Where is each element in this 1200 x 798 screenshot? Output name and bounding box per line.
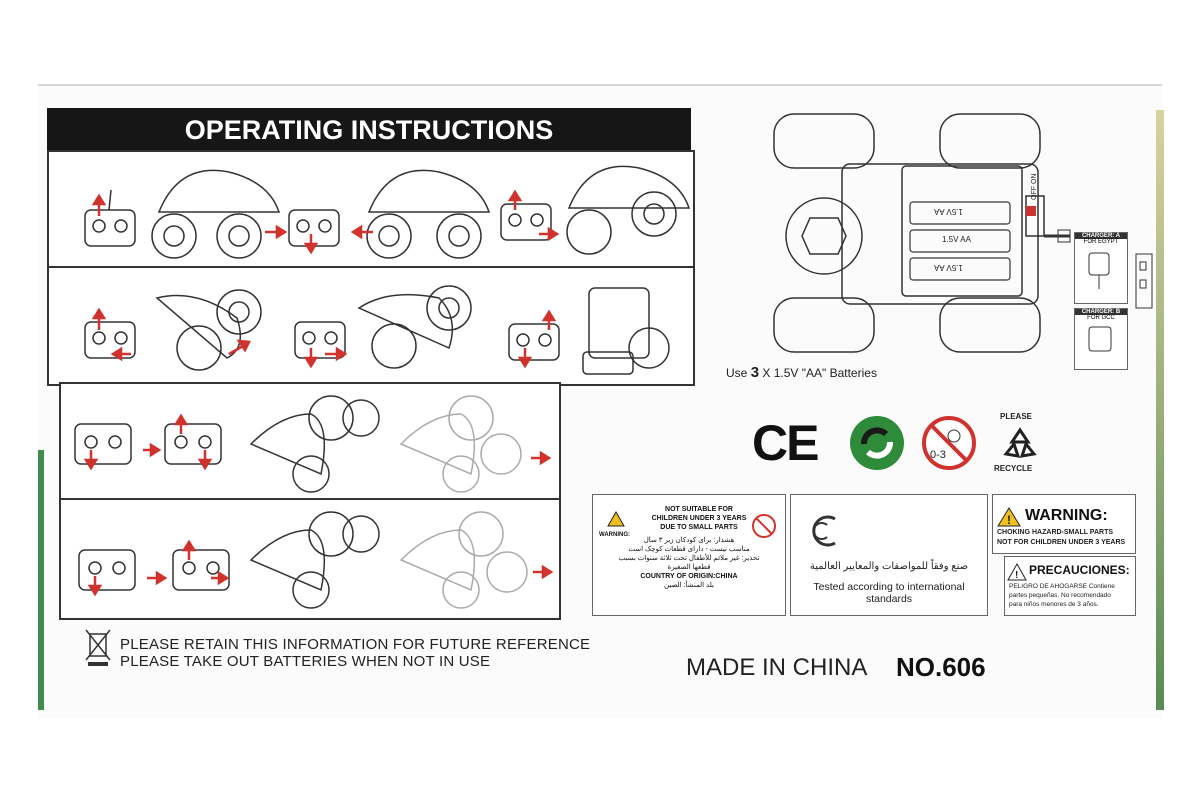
instruction-row-spin [47,266,695,386]
age-warning-line1: NOT SUITABLE FOR [665,506,733,513]
wall-socket-icon [1135,253,1153,309]
warning-triangle-icon: ! [997,507,1021,527]
charger-b-sub: FOR GCC [1087,315,1115,321]
ce-mark: CE [752,415,819,471]
precautions-label: ! PRECAUCIONES: PELIGRO DE AHOGARSE Cont… [1004,556,1136,616]
recycle-bottom-text: RECYCLE [994,464,1033,473]
recycle-top-text: PLEASE [1000,412,1033,421]
precautions-line3: para niños menores de 3 años. [1009,601,1099,608]
age-warning-arabic3: تحذير: غير ملائم للأطفال تحت ثلاثة سنوات… [618,555,760,562]
remove-batteries-note: PLEASE TAKE OUT BATTERIES WHEN NOT IN US… [120,653,491,670]
spin-diagram [84,285,670,375]
instruction-row-forward [47,150,695,270]
charger-b-title: CHARGER: B [1075,309,1127,315]
charger-b-box: CHARGER: B FOR GCC [1074,308,1128,370]
age-warning-label: NOT SUITABLE FOR CHILDREN UNDER 3 YEARS … [592,494,786,616]
choking-warning-line2: NOT FOR CHILDREN UNDER 3 YEARS [997,539,1126,546]
battery-caption-post: X 1.5V "AA" Batteries [759,366,877,380]
instruction-row-flip-right [59,382,561,502]
standards-logo-icon [812,515,836,547]
age-warning-arabic1: هشدار: برای کودکان زیر ۳ سال [643,537,735,544]
uk-plug-icon [1088,326,1112,352]
battery-cell-label-1: 1.5V AA [934,207,963,216]
standards-english: Tested according to international standa… [813,581,965,605]
flip-left-diagram [78,511,554,609]
warning-triangle-icon [607,511,625,527]
battery-caption-pre: Use [726,366,751,380]
charger-a-sub: FOR EGYPT [1083,239,1119,245]
choking-warning-line1: CHOKING HAZARD-SMALL PARTS [997,529,1114,536]
svg-text:!: ! [1015,570,1018,581]
charger-a-title: CHARGER: A [1075,233,1127,239]
age-restriction-icon [922,416,976,470]
age-warning-arabic2: مناسب نیست - دارای قطعات کوچک است [628,546,750,553]
choking-warning-title: WARNING: [1025,507,1108,524]
standards-label: صنع وفقاً للمواصفات والمعايير العالمية T… [790,494,988,616]
power-switch-label: OFF ON [1031,173,1038,200]
no-under-3-icon [752,514,776,538]
weee-bin-icon [85,629,111,666]
precautions-line1: PELIGRO DE AHOGARSE Contiene [1009,583,1115,590]
age-warning-line2: CHILDREN UNDER 3 YEARS [651,515,747,522]
forward-back-diagram [84,165,691,259]
charging-jack-icon [1044,229,1071,243]
precautions-line2: partes pequeñas. No recomendado [1009,592,1111,599]
model-number: NO.606 [896,652,986,682]
retain-info-note: PLEASE RETAIN THIS INFORMATION FOR FUTUR… [120,636,591,653]
age-label: 0-3 [930,449,946,461]
age-warning-title: WARNING: [599,532,630,538]
battery-compartment-diagram [773,113,1045,353]
flip-right-diagram [74,395,552,493]
country-of-origin: COUNTRY OF ORIGIN:CHINA [640,573,738,580]
svg-text:!: ! [1007,513,1011,527]
battery-cell-label-3: 1.5V AA [934,263,963,272]
battery-caption-num: 3 [750,364,760,381]
battery-caption: Use 3 X 1.5V "AA" Batteries [726,364,877,381]
standards-arabic: صنع وفقاً للمواصفات والمعايير العالمية [809,561,969,572]
made-in-label: MADE IN CHINA [686,654,868,681]
precautions-title: PRECAUCIONES: [1029,563,1130,577]
instructions-title: OPERATING INSTRUCTIONS [47,108,691,150]
choking-warning-label: ! WARNING: CHOKING HAZARD-SMALL PARTS NO… [992,494,1136,554]
box-edge-right [1156,110,1164,710]
charger-a-box: CHARGER: A FOR EGYPT [1074,232,1128,304]
age-warning-arabic4: قطعها الصغيرة [667,564,711,571]
green-dot-icon [850,416,904,470]
recycle-icon [1003,427,1037,458]
country-of-origin-arabic: بلد المنشأ: الصين [664,582,714,589]
instruction-row-flip-left [59,498,561,620]
box-edge-left [38,450,44,710]
battery-cell-label-2: 1.5V AA [942,235,971,244]
wall-plug-icon [1088,252,1110,289]
caution-triangle-icon: ! [1007,563,1027,581]
footer-notes: PLEASE RETAIN THIS INFORMATION FOR FUTUR… [120,636,590,670]
age-warning-line3: DUE TO SMALL PARTS [660,524,738,531]
